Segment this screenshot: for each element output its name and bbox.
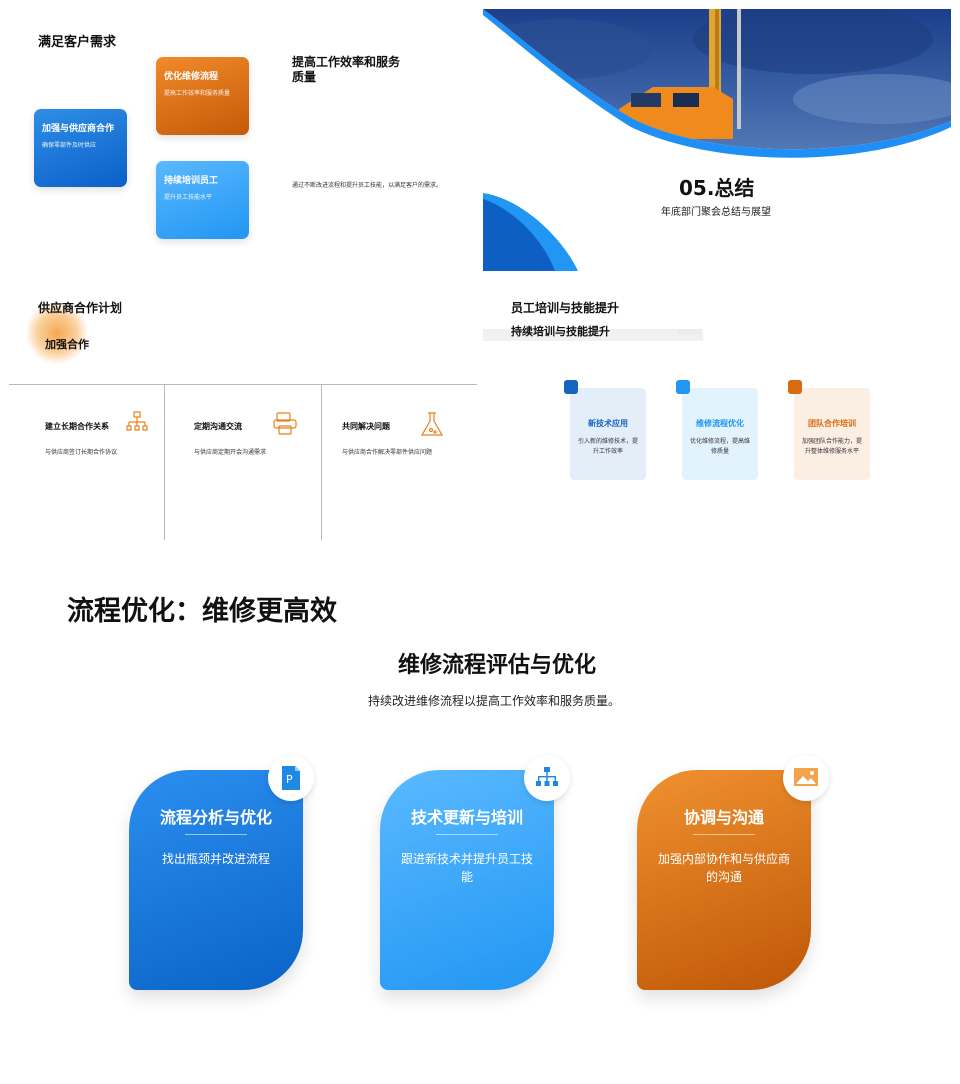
slide-supplier-plan: 供应商合作计划 加强合作 建立长期合作关系 与供应商签订长期合作协议 定期沟通交…	[0, 282, 478, 544]
network-icon	[536, 767, 558, 786]
icon-bubble: P	[268, 755, 314, 801]
card-divider	[693, 834, 755, 835]
card-desc: 引入新的维修技术，提升工作效率	[577, 438, 638, 455]
powerpoint-file-icon: P	[282, 766, 300, 790]
card-tech-update: 技术更新与培训 跟进新技术并提升员工技能	[380, 770, 554, 990]
card-marker	[788, 380, 802, 394]
slide-summary-cover: 05.总结 年底部门聚会总结与展望	[483, 9, 951, 271]
slide-title: 流程优化：维修更高效	[67, 596, 337, 627]
column-desc: 与供应商定期开会沟通需求	[194, 449, 267, 456]
divider-line	[9, 384, 477, 385]
column-title: 建立长期合作关系	[45, 422, 109, 431]
headline: 提高工作效率和服务质量	[292, 55, 401, 84]
card-desc: 提高工作效率和服务质量	[164, 90, 231, 97]
card-desc: 加强团队合作能力，提升整体维修服务水平	[801, 438, 862, 455]
column-divider	[164, 385, 165, 540]
columns: 建立长期合作关系 与供应商签订长期合作协议 定期沟通交流 与供应商定期开会沟通需…	[0, 385, 478, 540]
card-desc: 加强内部协作和与供应商的沟通	[657, 852, 790, 884]
card-title: 优化维修流程	[164, 72, 219, 82]
icon-bubble	[524, 755, 570, 801]
subtitle-bar-short	[677, 329, 701, 335]
card-divider	[436, 834, 498, 835]
svg-text:P: P	[286, 773, 293, 786]
image-icon	[794, 768, 818, 786]
card-title: 协调与沟通	[683, 808, 764, 827]
cover-title: 05.总结	[679, 176, 755, 200]
card-process-optimize: 维修流程优化 优化维修流程，提高维修质量	[676, 380, 758, 480]
card-divider	[185, 834, 247, 835]
card-process-analysis: 流程分析与优化 找出瓶颈并改进流程	[129, 770, 303, 990]
slide-title: 员工培训与技能提升	[511, 301, 620, 315]
card-coordination: 协调与沟通 加强内部协作和与供应商的沟通	[637, 770, 811, 990]
card-new-tech: 新技术应用 引入新的维修技术，提升工作效率	[564, 380, 646, 480]
card-title: 加强与供应商合作	[42, 124, 115, 134]
card-title: 技术更新与培训	[410, 808, 523, 827]
card-title: 新技术应用	[588, 419, 628, 428]
badge-text: 加强合作	[45, 338, 89, 351]
org-chart-icon	[126, 411, 148, 431]
card-staff-training: 持续培训员工 提升员工技能水平	[156, 161, 249, 239]
card-marker	[564, 380, 578, 394]
slide-title: 供应商合作计划	[38, 301, 123, 315]
slide-staff-training: 员工培训与技能提升 持续培训与技能提升 新技术应用 引入新的维修技术，提升工作效…	[483, 282, 951, 544]
section-subtitle: 维修流程评估与优化	[397, 653, 596, 678]
intro-text: 持续改进维修流程以提高工作效率和服务质量。	[367, 694, 620, 708]
flask-icon	[420, 412, 444, 436]
icon-bubble	[783, 755, 829, 801]
card-title: 流程分析与优化	[159, 808, 272, 827]
truck-photo	[483, 9, 951, 150]
column-divider	[321, 385, 322, 540]
slide-subtitle: 持续培训与技能提升	[511, 325, 610, 338]
card-title: 团队合作培训	[808, 419, 856, 428]
card-title: 维修流程优化	[696, 419, 744, 428]
card-desc: 找出瓶颈并改进流程	[161, 852, 270, 866]
column-desc: 与供应商合作解决零部件供应问题	[342, 449, 433, 456]
subtitle-bar	[483, 329, 703, 341]
slide-title: 满足客户需求	[38, 35, 117, 50]
card-desc: 优化维修流程，提高维修质量	[689, 438, 750, 455]
card-marker	[676, 380, 690, 394]
card-title: 持续培训员工	[164, 176, 219, 186]
card-optimize-repair: 优化维修流程 提高工作效率和服务质量	[156, 57, 249, 135]
card-desc: 确保零部件及时供应	[42, 142, 97, 149]
slide-customer-needs: 满足客户需求 加强与供应商合作 确保零部件及时供应 优化维修流程 提高工作效率和…	[0, 0, 478, 272]
badge-glow	[26, 302, 88, 364]
card-desc: 跟进新技术并提升员工技能	[400, 852, 533, 884]
column-desc: 与供应商签订长期合作协议	[45, 449, 118, 456]
card-supplier-cooperation: 加强与供应商合作 确保零部件及时供应	[34, 109, 127, 187]
slide-process-optimization: 流程优化：维修更高效 维修流程评估与优化 持续改进维修流程以提高工作效率和服务质…	[0, 556, 960, 1084]
copy-icon	[273, 412, 297, 435]
column-title: 定期沟通交流	[194, 422, 242, 431]
paragraph: 通过不断改进流程和提升员工技能，以满足客户的需求。	[292, 182, 443, 189]
card-teamwork: 团队合作培训 加强团队合作能力，提升整体维修服务水平	[788, 380, 870, 480]
cover-decoration	[483, 9, 951, 271]
cover-subtitle: 年底部门聚会总结与展望	[661, 207, 771, 218]
card-desc: 提升员工技能水平	[164, 194, 213, 201]
column-title: 共同解决问题	[342, 422, 390, 431]
